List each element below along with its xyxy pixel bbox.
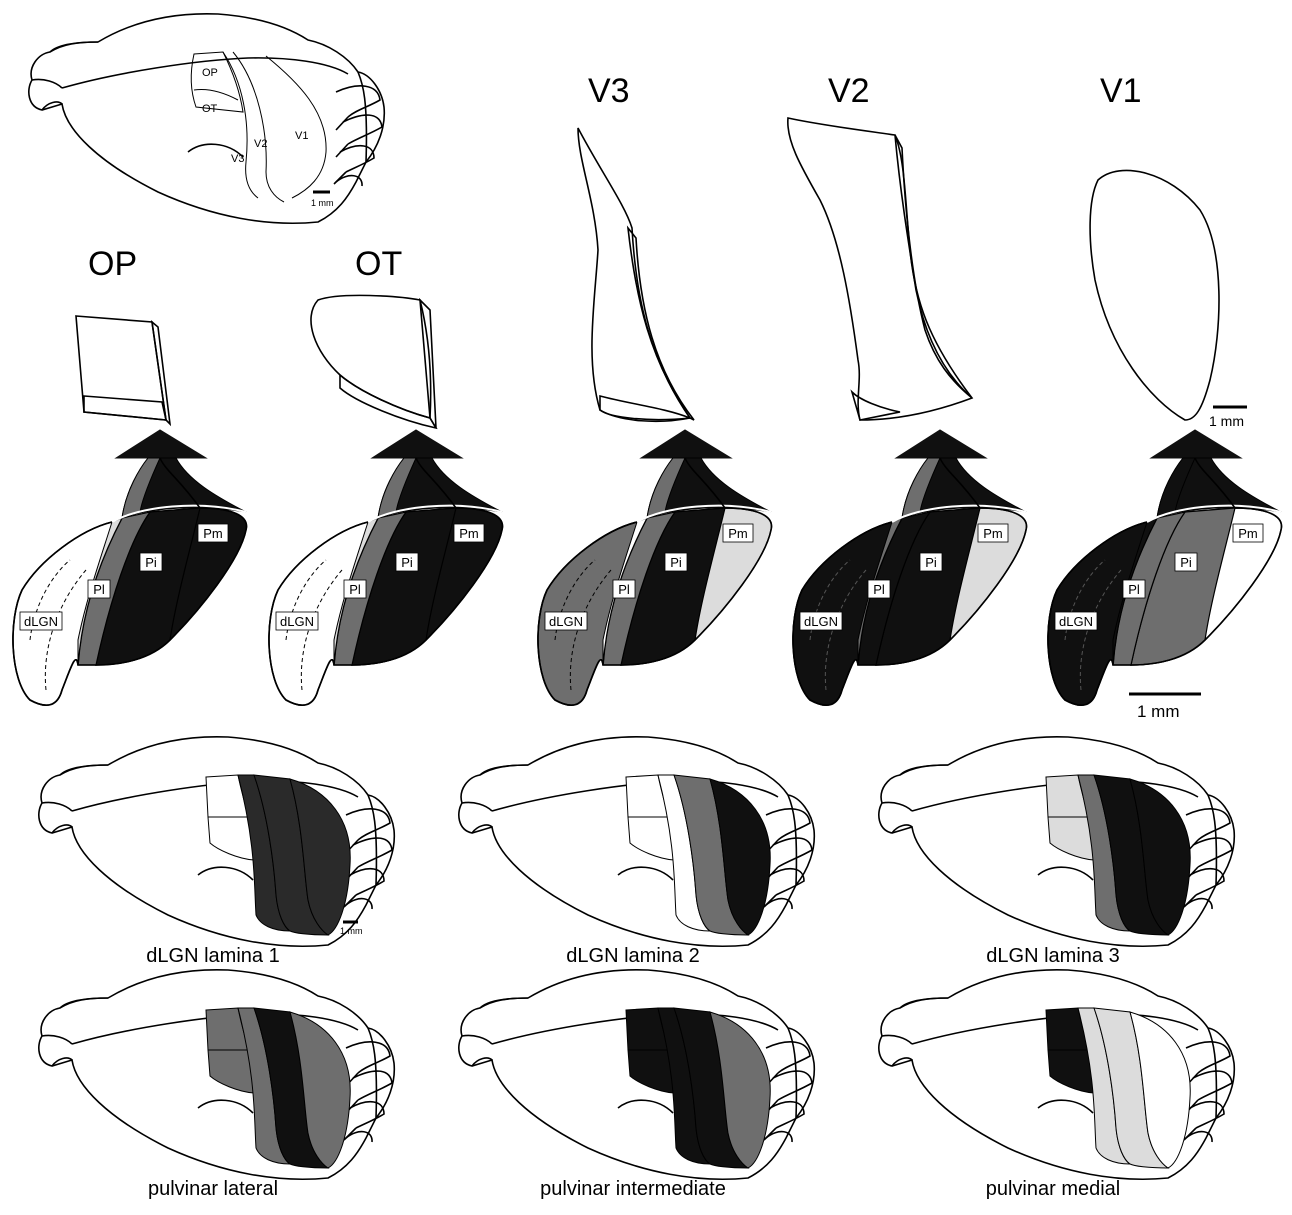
arrow-ot (372, 430, 462, 458)
cortex-ot-shape (311, 295, 436, 428)
region-ot (1048, 1050, 1094, 1093)
brain-4: pulvinar lateral (39, 970, 394, 1200)
arrow-v2 (896, 430, 986, 458)
label-pi-ot: Pi (401, 555, 413, 570)
thalamus-panel-op: dLGN Pl Pi Pm (13, 430, 247, 705)
label-pi-op: Pi (145, 555, 157, 570)
header-v2: V2 (828, 72, 870, 110)
overview-scale-label: 1 mm (311, 198, 334, 208)
region-ot (628, 817, 674, 860)
region-ot (1048, 817, 1094, 860)
brain-caption-1: dLGN lamina 1 (146, 945, 279, 967)
brain-1: dLGN lamina 1 1 mm (39, 737, 394, 967)
label-dlgn-v1: dLGN (1059, 614, 1093, 629)
cortex-v1-shape: 1 mm (1090, 170, 1247, 429)
header-op: OP (88, 245, 137, 283)
label-dlgn-v3: dLGN (549, 614, 583, 629)
overview-v2-label: V2 (254, 138, 267, 150)
label-pm-v1: Pm (1238, 526, 1258, 541)
cortex-v2-shape (788, 118, 972, 420)
label-dlgn-ot: dLGN (280, 614, 314, 629)
overview-v3-label: V3 (231, 153, 244, 165)
label-pi-v3: Pi (670, 555, 682, 570)
thalamus-panel-v2: dLGN Pl Pi Pm (793, 430, 1027, 705)
header-v1: V1 (1100, 72, 1142, 110)
label-dlgn-op: dLGN (24, 614, 58, 629)
region-ot (208, 1050, 254, 1093)
brain-caption-3: dLGN lamina 3 (986, 945, 1119, 967)
label-pi-v1: Pi (1180, 555, 1192, 570)
overview-op-label: OP (202, 67, 218, 79)
brain-3: dLGN lamina 3 (879, 737, 1234, 967)
thalamus-panel-v3: dLGN Pl Pi Pm (538, 430, 772, 705)
label-pl-v1: Pl (1128, 582, 1140, 597)
brain-6: pulvinar medial (879, 970, 1234, 1200)
thalamus-scale-label: 1 mm (1137, 702, 1180, 721)
label-pm-op: Pm (203, 526, 223, 541)
header-v3: V3 (588, 72, 630, 110)
label-pm-v2: Pm (983, 526, 1003, 541)
label-pl-v3: Pl (618, 582, 630, 597)
brain-2: dLGN lamina 2 (459, 737, 814, 967)
overview-brain: OP OT V3 V2 V1 1 mm (29, 14, 384, 223)
overview-ot-label: OT (202, 103, 218, 115)
label-dlgn-v2: dLGN (804, 614, 838, 629)
label-pl-ot: Pl (349, 582, 361, 597)
arrow-v1 (1151, 430, 1241, 458)
label-pi-v2: Pi (925, 555, 937, 570)
cortex-scale-label: 1 mm (1209, 413, 1244, 429)
label-pm-ot: Pm (459, 526, 479, 541)
arrow-v3 (641, 430, 731, 458)
arrow-op (116, 430, 206, 458)
brain-caption-5: pulvinar intermediate (540, 1178, 726, 1200)
label-pl-v2: Pl (873, 582, 885, 597)
brain-caption-4: pulvinar lateral (148, 1178, 278, 1200)
thalamus-panel-ot: dLGN Pl Pi Pm (269, 430, 503, 705)
brain-caption-2: dLGN lamina 2 (566, 945, 699, 967)
cortex-op-shape (76, 316, 170, 424)
label-pl-op: Pl (93, 582, 105, 597)
brain-5: pulvinar intermediate (459, 970, 814, 1200)
brain-caption-6: pulvinar medial (986, 1178, 1121, 1200)
region-ot (208, 817, 254, 860)
overview-v1-label: V1 (295, 130, 308, 142)
region-ot (628, 1050, 674, 1093)
thalamus-panel-v1: dLGN Pl Pi Pm (1048, 430, 1282, 705)
brain-scale-label: 1 mm (340, 926, 363, 936)
label-pm-v3: Pm (728, 526, 748, 541)
cortex-v3-shape (578, 128, 694, 421)
header-ot: OT (355, 245, 402, 283)
